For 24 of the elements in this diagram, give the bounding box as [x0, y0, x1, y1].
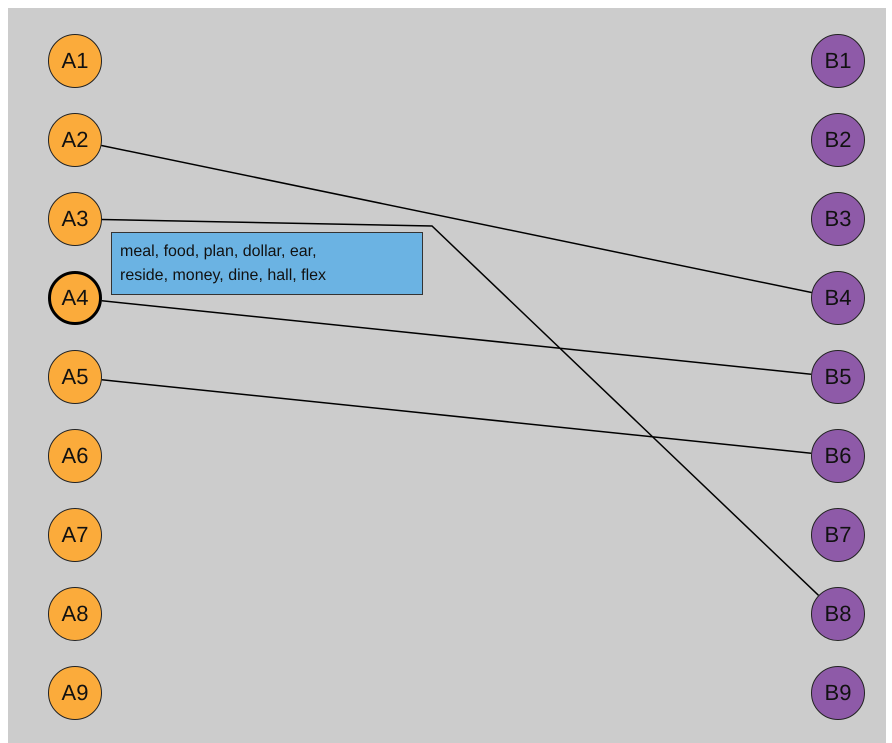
tooltip-box [111, 232, 423, 295]
node-label: B7 [824, 522, 852, 548]
node-label: A1 [62, 48, 88, 74]
node-label: B9 [824, 680, 852, 706]
connector-line [102, 218, 819, 596]
node-label: A8 [62, 601, 88, 627]
node-label: B1 [824, 48, 852, 74]
node-label: B4 [824, 285, 852, 311]
node-label: A6 [62, 443, 88, 469]
node-label: B2 [824, 127, 852, 153]
node-label: A3 [62, 206, 88, 232]
node-label: A2 [62, 127, 88, 153]
tooltip-text: meal, food, plan, dollar, ear, reside, money, dine, hall, flex [120, 242, 328, 286]
node-label: B6 [824, 443, 852, 469]
node-label: A5 [62, 364, 88, 390]
node-label: B8 [824, 601, 852, 627]
connector-line [101, 144, 812, 294]
node-label: A7 [62, 522, 88, 548]
node-label: A9 [62, 680, 88, 706]
node-label: A4 [62, 285, 88, 311]
node-label: B5 [824, 364, 852, 390]
node-label: B3 [824, 206, 852, 232]
connector-line [102, 379, 812, 454]
connector-line [102, 300, 812, 375]
